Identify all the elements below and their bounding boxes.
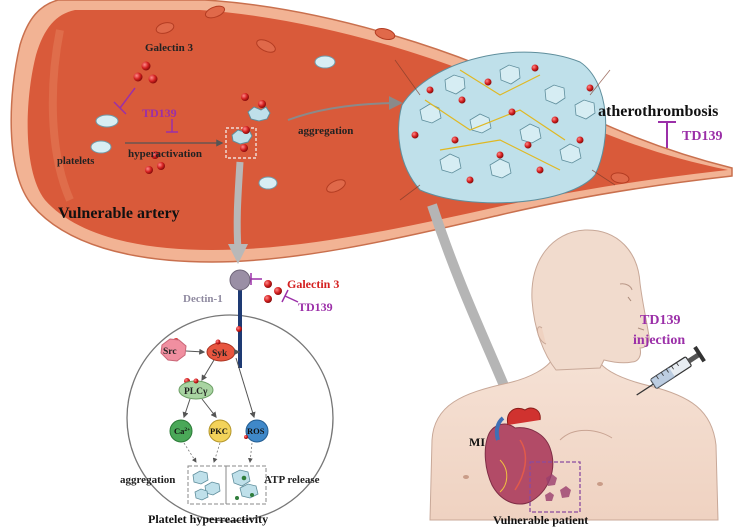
resting-platelets: [90, 55, 336, 190]
aggregation-outcome-label: aggregation: [120, 474, 175, 486]
src-node: [160, 338, 187, 362]
td139-injection-label-2: injection: [633, 333, 685, 348]
platelet-cell-membrane: [126, 314, 334, 522]
artery: Galectin 3 TD139 platelets hyperactivati…: [10, 0, 733, 263]
vulnerable-artery-label: Vulnerable artery: [58, 205, 180, 222]
aggregation-arrow: [287, 96, 403, 121]
ros-node: [245, 419, 269, 443]
td139-label-top: TD139: [142, 106, 177, 120]
dectin1-head: [229, 269, 251, 291]
plcg-label: PLCγ: [184, 387, 208, 397]
mi-label: MI: [469, 435, 485, 449]
atp-release-label: ATP release: [264, 474, 320, 486]
patient-illustration: MI Vulnerable patient: [429, 229, 719, 527]
td139-label-right: TD139: [682, 129, 722, 144]
src-label: Src: [163, 347, 177, 357]
zoom-box: [225, 127, 257, 159]
syringe-icon: [636, 345, 706, 396]
td139-label-mid: TD139: [298, 300, 333, 314]
patient-head: [531, 229, 650, 371]
platelet-signaling-panel: Galectin 3 TD139 Dectin-1 Src Syk PLCγ C…: [120, 269, 339, 526]
ca-label: Ca2+: [174, 426, 190, 436]
galectin3-label-top: Galectin 3: [145, 42, 193, 54]
dashed-arrows: [183, 442, 253, 463]
aggregation-outcome-box: [187, 465, 227, 505]
pkc-label: PKC: [210, 426, 228, 436]
red-blood-cells: [155, 5, 630, 196]
patient-arrow: [427, 203, 517, 407]
pkc-node: [208, 419, 232, 443]
platelets-label: platelets: [57, 156, 94, 167]
galectin-inhibits-platelet: [113, 87, 136, 115]
td139-inhibits-atherothrombosis: [658, 121, 676, 148]
dectin1-label: Dectin-1: [183, 293, 223, 305]
td139-inhibits-hyperactivation: [166, 119, 178, 133]
atp-release-box: [225, 465, 267, 505]
syk-label: Syk: [212, 349, 228, 359]
vulnerable-patient-label: Vulnerable patient: [493, 513, 588, 527]
inhibit-dectin: [250, 273, 262, 285]
hyperactivation-label: hyperactivation: [128, 148, 202, 160]
td139-injection-label-1: TD139: [640, 313, 680, 328]
galectin3-molecules-artery: [133, 61, 266, 174]
thrombus: [394, 51, 616, 204]
infarct-zoom-box: [529, 461, 581, 513]
ros-label: ROS: [247, 426, 265, 436]
platelet-hyperreactivity-label: Platelet hyperreactivity: [148, 512, 268, 526]
galectin3-label-mid: Galectin 3: [287, 277, 339, 291]
zoom-arrow: [233, 161, 244, 251]
signaling-arrows: [182, 348, 256, 419]
heart: [484, 407, 554, 505]
td139-inhibits-galectin: [281, 289, 299, 303]
aggregation-arrow-label: aggregation: [298, 125, 353, 137]
atherothrombosis-label: atherothrombosis: [598, 103, 718, 120]
ca-node: [169, 419, 193, 443]
